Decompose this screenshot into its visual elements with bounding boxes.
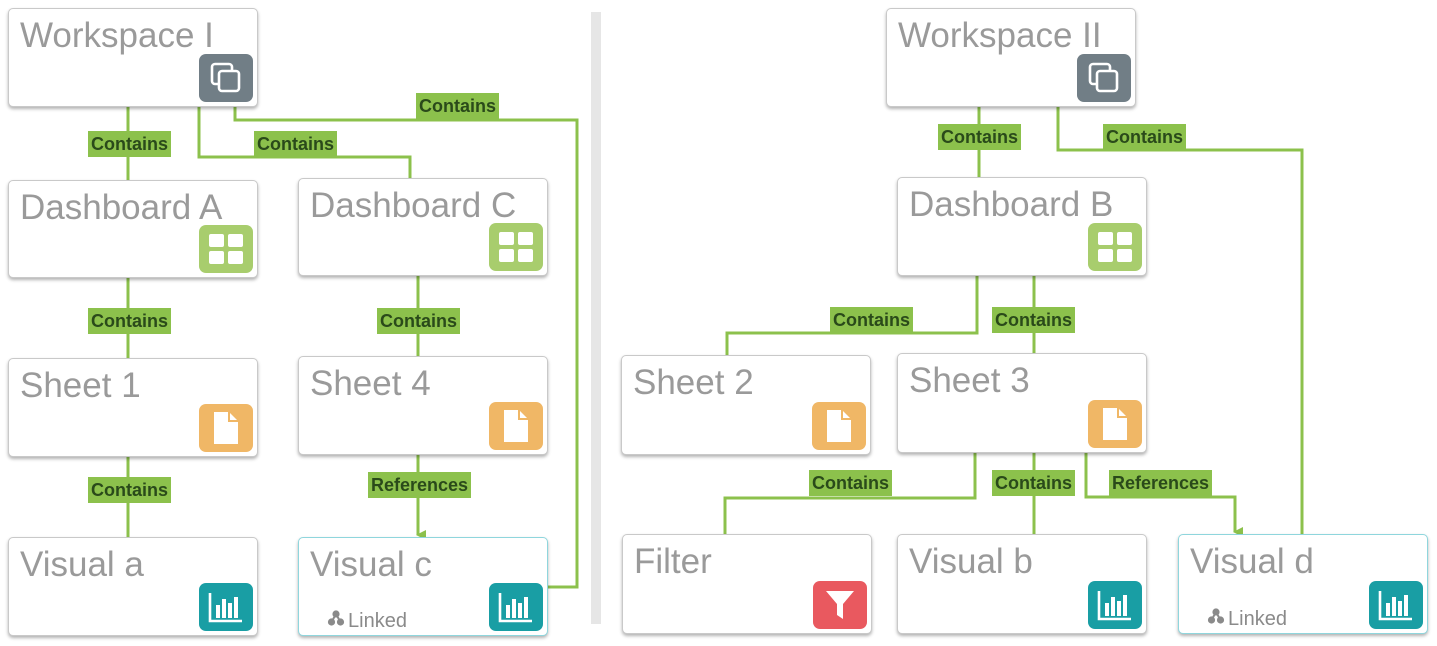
edge-sheet-3-to-filter (723, 453, 977, 534)
edge-label: Contains (88, 131, 172, 157)
node-sheet-4[interactable]: Sheet 4 (298, 356, 548, 455)
visual-icon (1369, 581, 1423, 629)
link-icon (327, 609, 345, 632)
sheet-icon (489, 402, 543, 450)
edge-label: Contains (377, 308, 461, 334)
edge-label: Contains (88, 308, 172, 334)
node-title: Dashboard A (20, 188, 223, 227)
dashboard-icon (1088, 223, 1142, 271)
visual-icon (199, 583, 253, 631)
workspace-icon (1077, 54, 1131, 102)
sheet-icon (199, 404, 253, 452)
node-title: Filter (634, 542, 712, 581)
node-dashboard-a[interactable]: Dashboard A (8, 180, 258, 278)
node-title: Sheet 3 (909, 361, 1030, 400)
edge-label: Contains (254, 131, 338, 157)
edge-workspace-i-to-dashboard-c (197, 107, 412, 178)
node-title: Visual c (310, 545, 432, 584)
node-filter[interactable]: Filter (622, 534, 872, 634)
node-dashboard-c[interactable]: Dashboard C (298, 178, 548, 276)
node-title: Sheet 1 (20, 366, 141, 405)
edge-label: References (368, 472, 472, 498)
visual-icon (489, 583, 543, 631)
edge-label: Contains (938, 124, 1022, 150)
node-title: Visual b (909, 542, 1033, 581)
dashboard-icon (199, 225, 253, 273)
edge-label: References (1109, 470, 1213, 496)
node-workspace-i[interactable]: Workspace I (8, 8, 258, 107)
edge-workspace-i-to-visual-c (233, 107, 579, 589)
node-sheet-2[interactable]: Sheet 2 (621, 355, 871, 455)
edge-label: Contains (992, 470, 1076, 496)
dashboard-icon (489, 223, 543, 271)
node-visual-c[interactable]: Visual c Linked (298, 537, 548, 636)
node-visual-b[interactable]: Visual b (897, 534, 1147, 634)
sheet-icon (1088, 400, 1142, 448)
linked-badge: Linked (1207, 607, 1287, 630)
node-sheet-3[interactable]: Sheet 3 (897, 353, 1147, 453)
edge-label: Contains (830, 307, 914, 333)
edge-dashboard-b-to-sheet-2 (725, 276, 979, 355)
node-title: Visual d (1190, 542, 1314, 581)
edge-label: Contains (809, 470, 893, 496)
edge-label: Contains (992, 307, 1076, 333)
workspace-icon (199, 54, 253, 102)
node-visual-a[interactable]: Visual a (8, 537, 258, 636)
node-title: Workspace I (20, 16, 214, 55)
node-title: Sheet 4 (310, 364, 431, 403)
node-dashboard-b[interactable]: Dashboard B (897, 177, 1147, 276)
node-title: Visual a (20, 545, 144, 584)
sheet-icon (812, 402, 866, 450)
edge-sheet-3-to-visual-d (1084, 453, 1243, 537)
edge-label: Contains (416, 93, 500, 119)
node-title: Workspace II (898, 16, 1102, 55)
filter-icon (813, 581, 867, 629)
link-icon (1207, 607, 1225, 630)
node-title: Sheet 2 (633, 363, 754, 402)
linked-badge: Linked (327, 609, 407, 632)
linked-label: Linked (1228, 607, 1287, 630)
edge-label: Contains (1103, 124, 1187, 150)
edge-workspace-ii-to-visual-d (1056, 107, 1304, 534)
node-sheet-1[interactable]: Sheet 1 (8, 358, 258, 457)
node-visual-d[interactable]: Visual d Linked (1178, 534, 1428, 634)
edge-label: Contains (88, 477, 172, 503)
node-title: Dashboard B (909, 185, 1114, 224)
panel-divider (591, 12, 601, 624)
node-workspace-ii[interactable]: Workspace II (886, 8, 1136, 107)
linked-label: Linked (348, 609, 407, 632)
visual-icon (1088, 581, 1142, 629)
node-title: Dashboard C (310, 186, 517, 225)
